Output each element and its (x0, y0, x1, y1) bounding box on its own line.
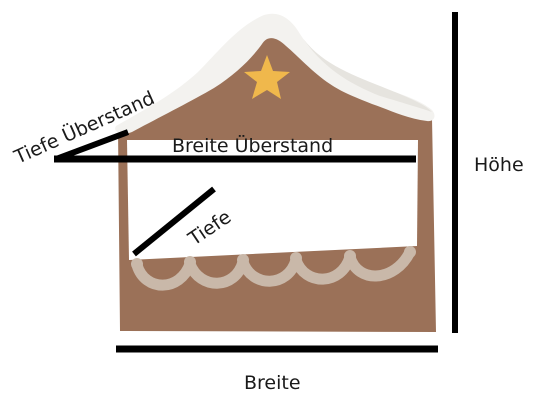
breite-label: Breite (244, 372, 301, 394)
garland-knot (184, 256, 196, 268)
hoehe-label: Höhe (474, 154, 524, 176)
garland-knot (404, 246, 416, 258)
garland-knot (237, 254, 249, 266)
garland-knot (344, 250, 356, 262)
garland-knot (290, 252, 302, 264)
garland-knot (131, 258, 143, 270)
breite-ueberstand-label: Breite Überstand (172, 134, 333, 157)
